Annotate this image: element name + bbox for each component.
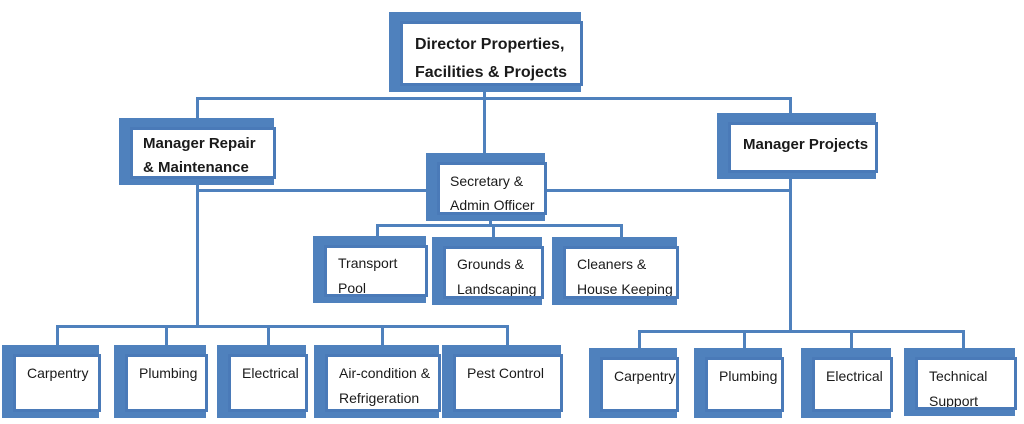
node-box: Air-condition & Refrigeration [325, 354, 441, 412]
connector-drop-electrical-right [850, 330, 853, 356]
org-node-plumbing-right: Plumbing [694, 348, 784, 418]
connector-repair-bus [56, 325, 509, 328]
connector-drop-manager-repair [196, 97, 199, 122]
node-box: Electrical [812, 357, 893, 412]
node-label: Transport [338, 255, 398, 271]
node-label: Manager Projects [743, 136, 869, 153]
connector-projects-bus [638, 330, 965, 333]
node-box: Plumbing [125, 354, 208, 412]
node-box: Carpentry [13, 354, 101, 412]
org-node-technical-support: Technical Support [904, 348, 1017, 416]
node-label: Plumbing [139, 365, 198, 381]
node-box: Plumbing [705, 357, 784, 412]
node-label: Electrical [826, 368, 883, 384]
node-label: & Maintenance [143, 159, 249, 176]
connector-drop-electrical-left [267, 325, 270, 353]
node-label: House Keeping [577, 281, 673, 297]
connector-top-bus [196, 97, 792, 100]
node-label: Admin Officer [450, 197, 535, 213]
node-label: Plumbing [719, 368, 778, 384]
org-node-grounds-landscaping: Grounds & Landscaping [432, 237, 544, 305]
node-label: Electrical [242, 365, 299, 381]
node-label: Cleaners & [577, 256, 647, 272]
connector-manager-projects-down [789, 173, 792, 332]
org-node-electrical-right: Electrical [801, 348, 893, 418]
node-label: Carpentry [27, 365, 89, 381]
node-box: Manager Projects [728, 122, 878, 173]
connector-manager-repair-down [196, 179, 199, 326]
node-label: Grounds & [457, 256, 524, 272]
node-label: Carpentry [614, 368, 676, 384]
node-label: Technical [929, 368, 988, 384]
connector-drop-pest-control [506, 325, 509, 353]
org-node-transport-pool: Transport Pool [313, 236, 428, 303]
connector-drop-cleaners [620, 224, 623, 239]
org-node-carpentry-right: Carpentry [589, 348, 679, 418]
connector-drop-plumbing-left [165, 325, 168, 353]
node-box: Grounds & Landscaping [443, 246, 544, 299]
connector-drop-carpentry-right [638, 330, 641, 356]
node-label: Support [929, 393, 979, 409]
node-box: Pest Control [453, 354, 563, 412]
node-label: Air-condition & [339, 365, 431, 381]
org-node-cleaners-housekeeping: Cleaners & House Keeping [552, 237, 679, 305]
org-node-manager-projects: Manager Projects [717, 113, 878, 179]
node-box: Technical Support [915, 357, 1017, 410]
node-label: Facilities & Projects [415, 64, 568, 81]
org-node-carpentry-left: Carpentry [2, 345, 101, 418]
connector-director-to-secretary [483, 86, 486, 164]
connector-drop-aircondition [381, 325, 384, 353]
node-box: Electrical [228, 354, 308, 412]
node-box: Cleaners & House Keeping [563, 246, 679, 299]
org-node-plumbing-left: Plumbing [114, 345, 208, 418]
node-label: Pest Control [467, 365, 545, 381]
org-node-pest-control: Pest Control [442, 345, 563, 418]
node-box: Director Properties, Facilities & Projec… [400, 21, 583, 86]
node-label: Manager Repair [143, 135, 256, 152]
node-box: Manager Repair & Maintenance [130, 127, 276, 179]
connector-drop-carpentry-left [56, 325, 59, 353]
org-node-secretary: Secretary & Admin Officer [426, 153, 547, 221]
connector-drop-manager-projects [789, 97, 792, 117]
node-box: Carpentry [600, 357, 679, 412]
connector-drop-grounds [492, 224, 495, 239]
org-node-director: Director Properties, Facilities & Projec… [389, 12, 583, 92]
org-node-electrical-left: Electrical [217, 345, 308, 418]
connector-secretary-bus [376, 224, 623, 227]
connector-drop-plumbing-right [743, 330, 746, 356]
org-node-manager-repair: Manager Repair & Maintenance [119, 118, 276, 185]
node-label: Landscaping [457, 281, 537, 297]
node-box: Transport Pool [324, 245, 428, 297]
node-label: Secretary & [450, 173, 524, 189]
org-node-aircondition-refrigeration: Air-condition & Refrigeration [314, 345, 441, 418]
node-label: Refrigeration [339, 390, 420, 406]
node-label: Director Properties, [415, 36, 565, 53]
node-label: Pool [338, 280, 367, 296]
connector-drop-transport-pool [376, 224, 379, 239]
node-box: Secretary & Admin Officer [437, 162, 547, 215]
connector-drop-technical-support [962, 330, 965, 356]
